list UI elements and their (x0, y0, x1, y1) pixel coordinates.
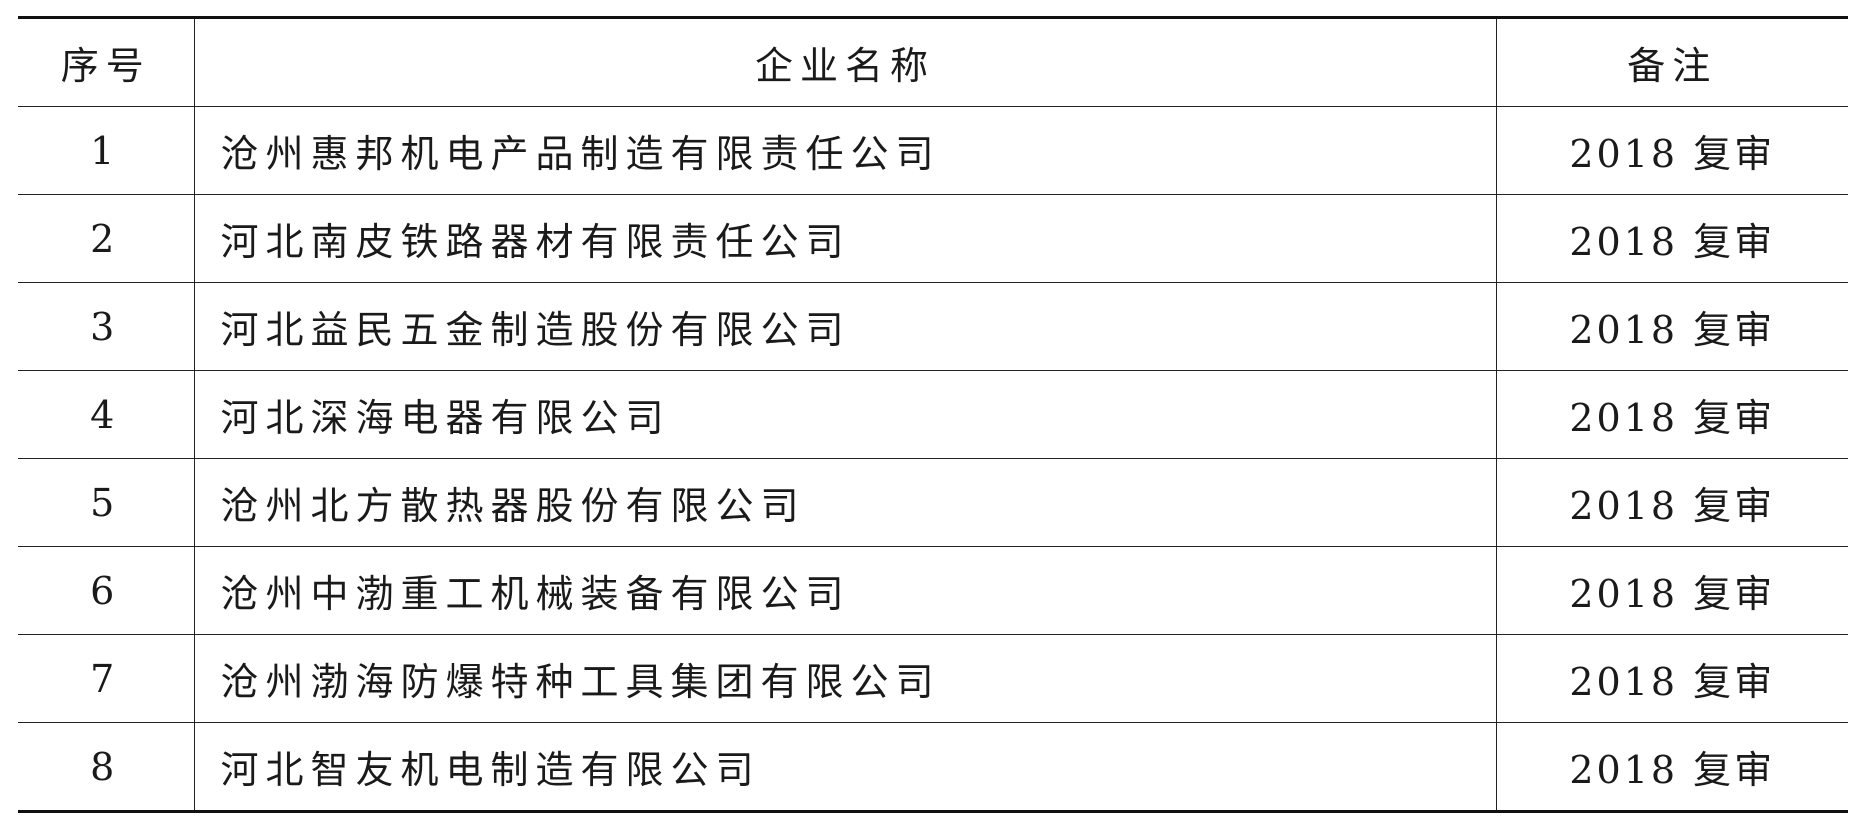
row-index: 5 (18, 458, 194, 547)
row-company-name: 沧州中渤重工机械装备有限公司 (193, 546, 1496, 635)
row-note: 2018 复审 (1495, 370, 1848, 459)
row-company-name: 河北南皮铁路器材有限责任公司 (193, 194, 1496, 283)
row-index: 1 (18, 106, 194, 195)
table-row: 5 沧州北方散热器股份有限公司 2018 复审 (18, 458, 1848, 547)
header-name: 企业名称 (193, 17, 1496, 107)
row-note: 2018 复审 (1495, 458, 1848, 547)
row-company-name: 河北深海电器有限公司 (193, 370, 1496, 459)
table-header: 序号 企业名称 备注 (18, 17, 1848, 107)
row-company-name: 河北智友机电制造有限公司 (193, 722, 1496, 812)
header-row: 序号 企业名称 备注 (18, 17, 1848, 107)
row-index: 4 (18, 370, 194, 459)
table-row: 8 河北智友机电制造有限公司 2018 复审 (18, 722, 1848, 812)
row-note: 2018 复审 (1495, 194, 1848, 283)
header-index: 序号 (18, 17, 194, 107)
row-note: 2018 复审 (1495, 546, 1848, 635)
table-row: 1 沧州惠邦机电产品制造有限责任公司 2018 复审 (18, 106, 1848, 195)
table-row: 7 沧州渤海防爆特种工具集团有限公司 2018 复审 (18, 634, 1848, 723)
row-index: 7 (18, 634, 194, 723)
row-note: 2018 复审 (1495, 282, 1848, 371)
enterprise-table: 序号 企业名称 备注 1 沧州惠邦机电产品制造有限责任公司 2018 复审 2 … (18, 16, 1848, 813)
row-index: 3 (18, 282, 194, 371)
row-index: 2 (18, 194, 194, 283)
table-row: 3 河北益民五金制造股份有限公司 2018 复审 (18, 282, 1848, 371)
row-note: 2018 复审 (1495, 634, 1848, 723)
row-company-name: 沧州北方散热器股份有限公司 (193, 458, 1496, 547)
header-note: 备注 (1495, 17, 1848, 107)
table-row: 4 河北深海电器有限公司 2018 复审 (18, 370, 1848, 459)
table-row: 2 河北南皮铁路器材有限责任公司 2018 复审 (18, 194, 1848, 283)
row-note: 2018 复审 (1495, 106, 1848, 195)
row-index: 8 (90, 744, 122, 789)
enterprise-table-container: 序号 企业名称 备注 1 沧州惠邦机电产品制造有限责任公司 2018 复审 2 … (18, 16, 1848, 813)
table-row: 6 沧州中渤重工机械装备有限公司 2018 复审 (18, 546, 1848, 635)
row-company-name: 河北益民五金制造股份有限公司 (193, 282, 1496, 371)
row-company-name: 沧州惠邦机电产品制造有限责任公司 (193, 106, 1496, 195)
table-body: 1 沧州惠邦机电产品制造有限责任公司 2018 复审 2 河北南皮铁路器材有限责… (18, 106, 1848, 812)
row-note: 2018 复审 (1495, 722, 1848, 812)
row-index: 6 (18, 546, 194, 635)
row-company-name: 沧州渤海防爆特种工具集团有限公司 (193, 634, 1496, 723)
